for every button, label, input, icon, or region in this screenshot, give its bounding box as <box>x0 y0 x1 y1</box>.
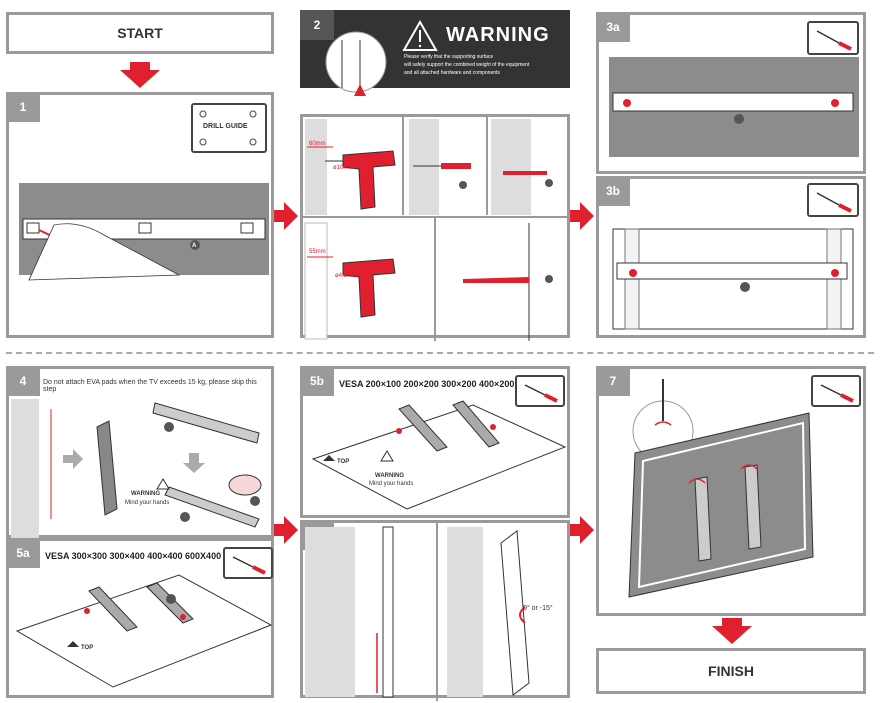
top-arrow-icon <box>67 641 79 647</box>
finish-box: FINISH <box>596 648 866 694</box>
screwdriver-5-icon <box>820 384 854 403</box>
step-3b-badge: 3b <box>596 176 630 206</box>
power-drill-2-icon <box>342 258 396 318</box>
start-label: START <box>117 25 163 41</box>
bracket-left-icon <box>694 476 712 562</box>
start-box: START <box>6 12 274 54</box>
tv-tilted <box>500 530 530 696</box>
warning-line-3: and all attached hardware and components <box>404 70 500 76</box>
drill-guide-label: DRILL GUIDE <box>203 123 248 130</box>
screwdriver-icon <box>816 30 852 51</box>
step-1-badge: 1 <box>6 92 40 122</box>
concrete-wall <box>305 119 327 215</box>
hand-icon <box>28 223 181 281</box>
step-7-panel: 7 <box>596 366 866 616</box>
hand-warning-text-5b: Mind your hands <box>369 481 414 487</box>
top-label-5a: TOP <box>81 645 94 651</box>
arrow-right-gray-icon <box>63 449 83 469</box>
step-5b-illustration <box>311 400 567 510</box>
step-4-illustration <box>11 399 262 539</box>
wall-detail-circle <box>325 31 387 93</box>
step-2-illustration <box>303 117 573 341</box>
warning-line-1: Please verify that the supporting surfac… <box>404 54 494 60</box>
step-6-illustration <box>305 523 530 701</box>
step-5b-badge: 5b <box>300 366 334 396</box>
bracket-left-icon <box>88 586 138 632</box>
power-drill-icon <box>342 150 396 210</box>
step-5b-panel: 5b VESA 200×100 200×200 300×200 400×200 … <box>300 366 570 518</box>
step-3b-illustration <box>612 228 854 330</box>
step-5a-panel: 5a VESA 300×300 300×400 400×400 600X400 … <box>6 538 274 698</box>
tv-back-panel <box>15 574 273 688</box>
hand-warning-title-5b: WARNING <box>375 473 404 479</box>
vesa-5a: VESA 300×300 300×400 400×400 600X400 <box>45 551 222 561</box>
screwdriver-4-icon <box>524 384 558 403</box>
screwdriver-card <box>807 21 859 55</box>
screwdriver-3-icon <box>232 556 266 575</box>
svg-text:A: A <box>192 243 197 249</box>
section-divider <box>6 352 874 354</box>
screwdriver-card-2 <box>807 183 859 217</box>
concrete-wall <box>305 527 355 697</box>
step-3b-panel: 3b <box>596 176 866 338</box>
step-2-badge: 2 <box>300 10 334 40</box>
step-4-badge: 4 <box>6 366 40 396</box>
wall-plate-icon <box>96 420 118 516</box>
drill-diameter-1: ø10mm <box>333 165 354 171</box>
tv-side <box>382 526 394 698</box>
step-3a-illustration <box>609 57 859 157</box>
mounting-rail <box>616 262 848 280</box>
bracket-left-icon <box>398 404 448 452</box>
drill-depth-2: 55mm <box>309 249 326 255</box>
top-label-5b: TOP <box>337 459 350 465</box>
step-7-badge: 7 <box>596 366 630 396</box>
step-5a-badge: 5a <box>6 538 40 568</box>
step-5a-illustration <box>15 574 273 688</box>
warning-title: WARNING <box>446 24 550 46</box>
arrow-up-icon <box>354 84 366 96</box>
hand-warning-icon <box>156 478 170 490</box>
bracket-right-icon <box>452 400 500 448</box>
arrow-down-gray-icon <box>183 453 205 473</box>
wood-wall <box>304 222 328 340</box>
wall-anchor-icon <box>441 163 471 169</box>
warning-triangle-icon <box>325 19 438 96</box>
step-4-panel: 4 Do not attach EVA pads when the TV exc… <box>6 366 274 539</box>
screwdriver-2-icon <box>816 192 852 213</box>
lag-screw-icon <box>463 277 529 283</box>
drill-diameter-2: ø4.5mm <box>335 273 358 279</box>
step-3a-badge: 3a <box>596 12 630 42</box>
step-6-panel: 6 0° or -15° <box>300 520 570 701</box>
step-1-panel: 1 DRILL GUIDE A <box>6 92 274 338</box>
top-arrow-icon <box>323 455 335 461</box>
eva-pad-icon <box>228 474 262 496</box>
mounting-rail <box>612 92 854 112</box>
tilt-arrow-icon <box>519 606 526 624</box>
drill-guide-marks-icon <box>199 110 257 146</box>
screwdriver-card-5 <box>811 375 861 407</box>
part-a-marker <box>190 240 200 250</box>
drill-depth-1: 60mm <box>309 141 326 147</box>
concrete-wall <box>11 399 39 539</box>
tv-back-panel <box>311 404 567 510</box>
step-1-illustration: A <box>19 110 269 281</box>
warning-banner: 2 WARNING Please verify that the support… <box>300 10 570 96</box>
step-4-note: Do not attach EVA pads when the TV excee… <box>43 379 257 393</box>
tv-bracket-icon <box>152 402 260 444</box>
tv-front <box>628 412 814 598</box>
warning-line-2: will safely support the combined weight … <box>404 62 530 68</box>
step-7-illustration <box>628 379 814 598</box>
hand-warning-title: WARNING <box>131 491 160 497</box>
tilt-angle: 0° or -15° <box>523 605 553 612</box>
finish-label: FINISH <box>708 663 754 679</box>
vesa-5b: VESA 200×100 200×200 300×200 400×200 <box>339 379 515 389</box>
step-3a-panel: 3a <box>596 12 866 174</box>
hand-warning-text: Mind your hands <box>125 500 170 506</box>
screwdriver-card-4 <box>515 375 565 407</box>
screwdriver-card-3 <box>223 547 273 579</box>
step-2-panel: 60mm ø10mm 55mm ø4.5mm <box>300 114 573 341</box>
